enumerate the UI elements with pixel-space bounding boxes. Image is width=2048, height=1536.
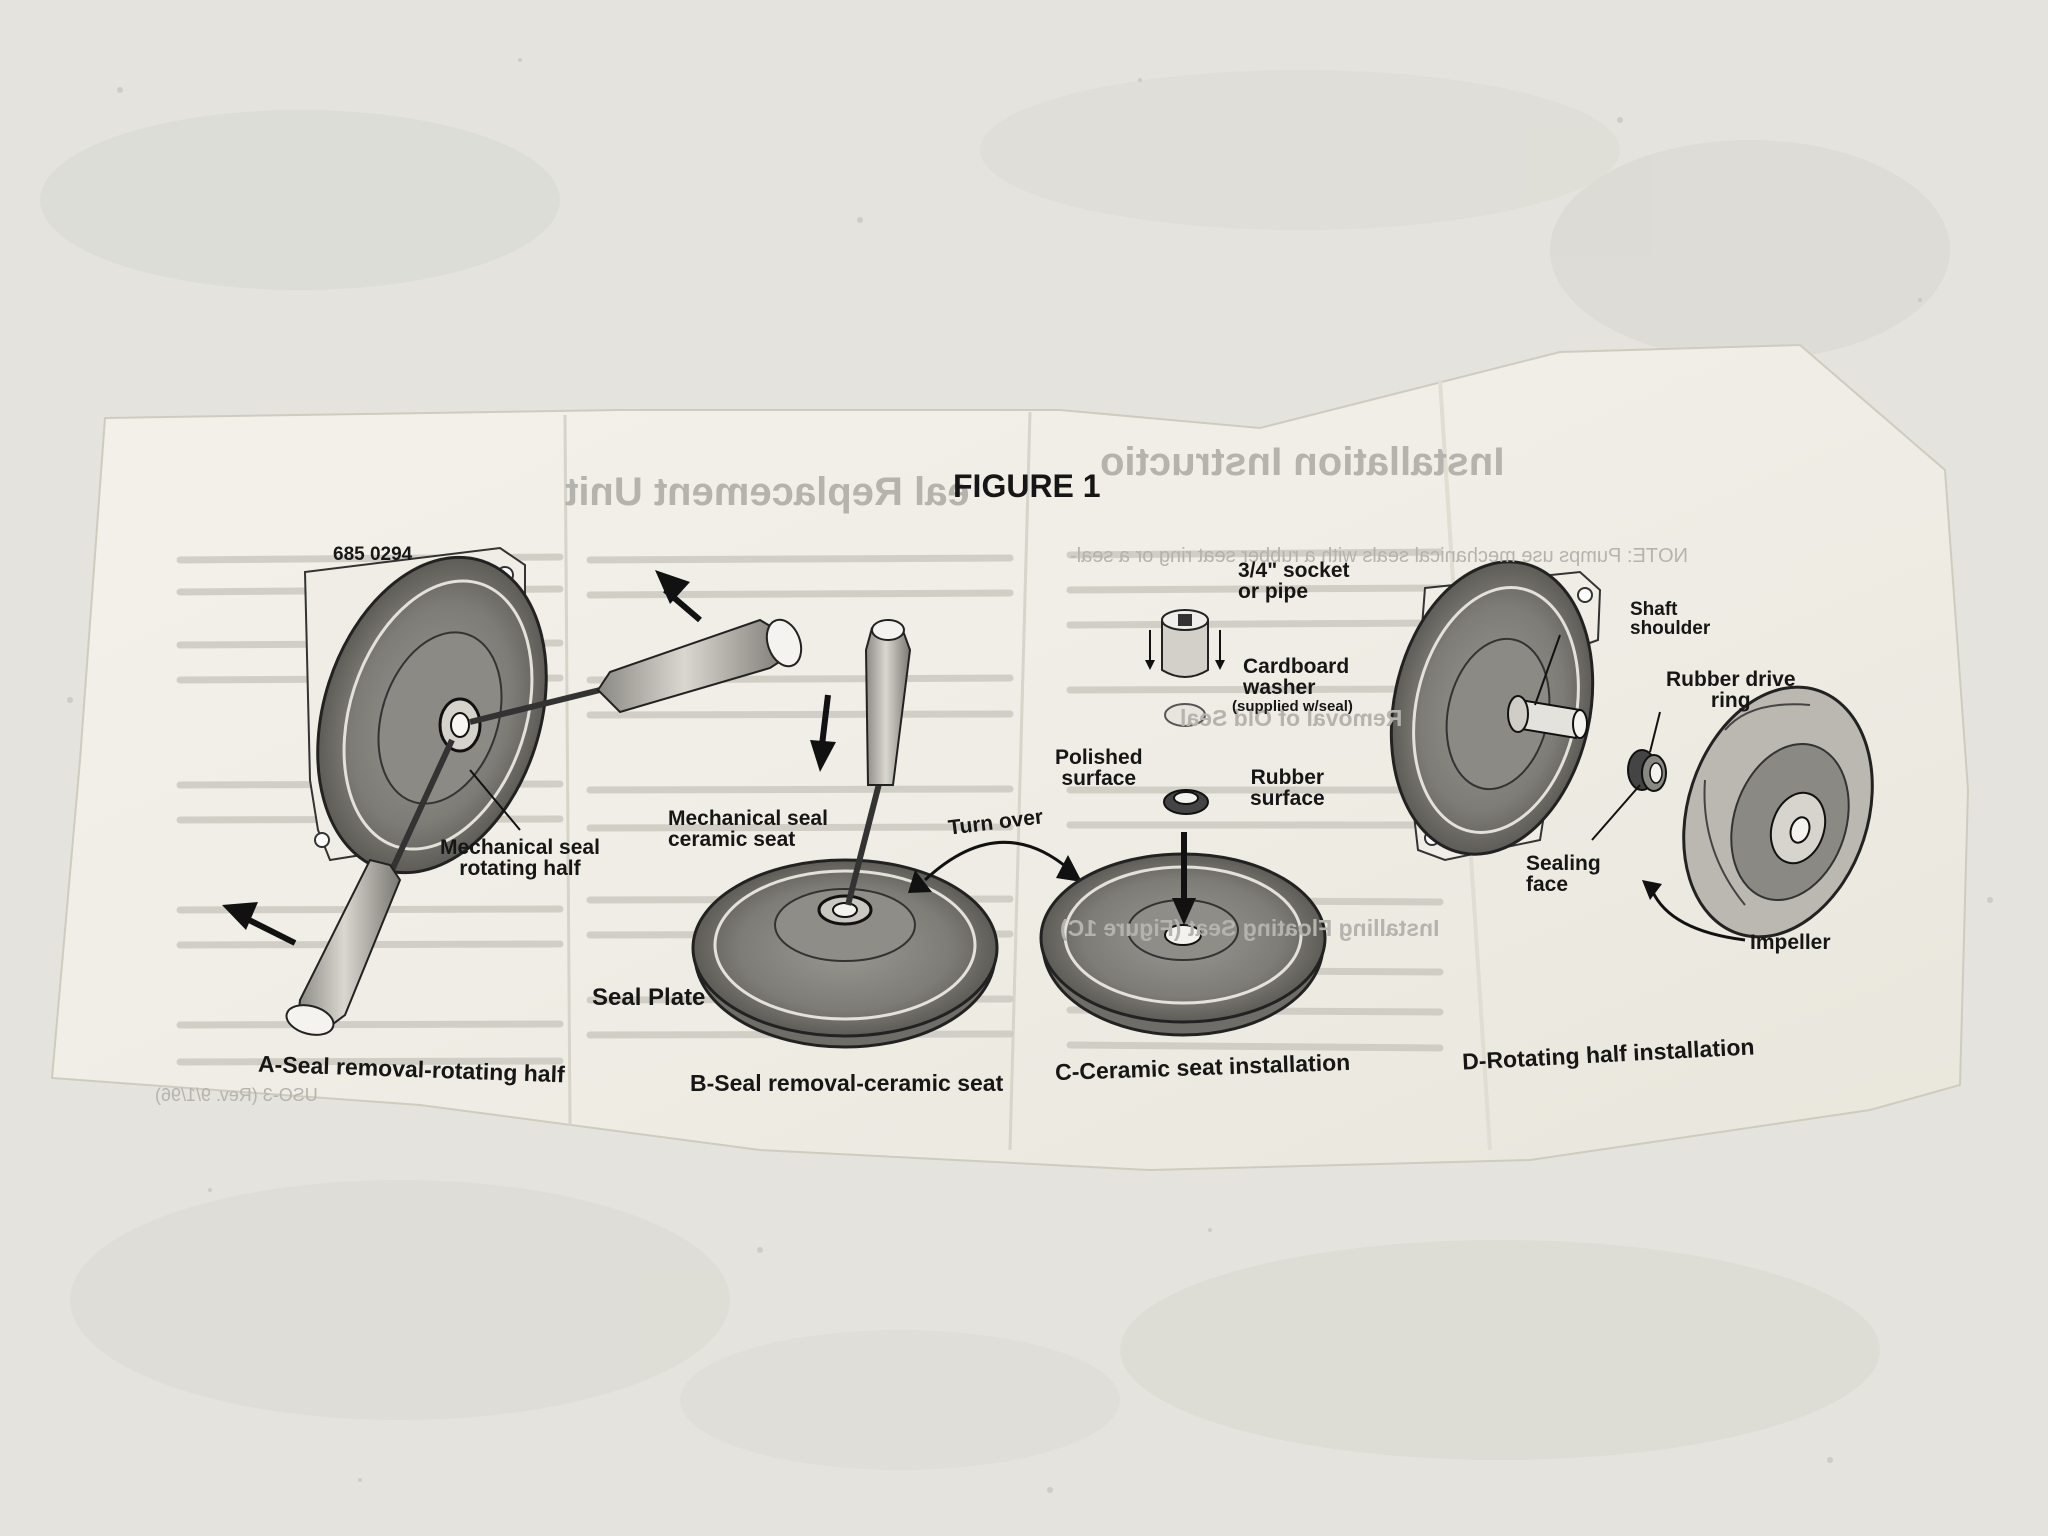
table-specks xyxy=(67,58,1993,1493)
label-polished-surface: Polished surface xyxy=(1055,746,1143,790)
arrow-down-c xyxy=(1172,832,1196,925)
paper-sheet xyxy=(50,343,1970,1172)
arrow-down-left-a xyxy=(222,902,297,946)
label-mechanical-seal-ceramic: Mechanical seal ceramic seat xyxy=(668,807,828,851)
table-surface xyxy=(40,70,1950,1470)
label-rubber-drive-ring: Rubber drive ring xyxy=(1666,668,1796,712)
socket-c xyxy=(1145,609,1225,678)
bleed-section-install: Installing Floating Seat (Figure 1C) xyxy=(1060,915,1440,941)
arrow-down-b xyxy=(810,694,836,772)
part-number: 685 0294 xyxy=(333,544,413,565)
arrow-up-right-a xyxy=(655,570,702,623)
illustration-d xyxy=(1389,560,1874,942)
turn-over-arrow xyxy=(908,840,1082,893)
rotate-arrow-d xyxy=(1648,884,1746,942)
label-sealing-face: Sealing face xyxy=(1526,852,1601,896)
label-supplied: (supplied w/seal) xyxy=(1232,698,1353,715)
screwdriver-a2 xyxy=(285,858,402,1036)
paper-fold-right xyxy=(1008,411,1032,1151)
motor-shaft-d xyxy=(1507,695,1588,740)
impeller-d xyxy=(1682,685,1874,939)
rotate-arrow-head-d xyxy=(1642,880,1662,900)
label-mechanical-seal-rotating: Mechanical seal rotating half xyxy=(440,836,600,880)
label-impeller: Impeller xyxy=(1750,931,1831,954)
bleed-heading-left: eal Replacement Unit xyxy=(565,470,970,514)
paper-fold-left xyxy=(563,414,572,1126)
illustration-a xyxy=(222,546,803,1036)
label-socket: 3/4" socket or pipe xyxy=(1238,559,1350,603)
label-cardboard-washer: Cardboard washer xyxy=(1243,655,1350,699)
label-shaft-shoulder: Shaft shoulder xyxy=(1630,599,1711,639)
bleed-note: NOTE: Pumps use mechanical seals with a … xyxy=(1070,545,1689,567)
illustration-b xyxy=(691,618,999,1049)
illustration-c xyxy=(1039,609,1327,1037)
figure-title: FIGURE 1 xyxy=(953,468,1101,504)
rubber-drive-ring-d xyxy=(1627,749,1667,792)
cardboard-washer-c xyxy=(1164,703,1206,727)
label-rubber-surface: Rubber surface xyxy=(1250,766,1325,810)
caption-b: B-Seal removal-ceramic seat xyxy=(690,1070,1004,1096)
label-seal-plate: Seal Plate xyxy=(592,984,706,1011)
screwdriver-b xyxy=(845,618,912,906)
bleed-footer-code: USO-3 (Rev. 9/1/96) xyxy=(155,1085,318,1105)
bleed-heading-right: Installation Instructio xyxy=(1100,440,1505,484)
screwdriver-a1 xyxy=(596,618,803,714)
